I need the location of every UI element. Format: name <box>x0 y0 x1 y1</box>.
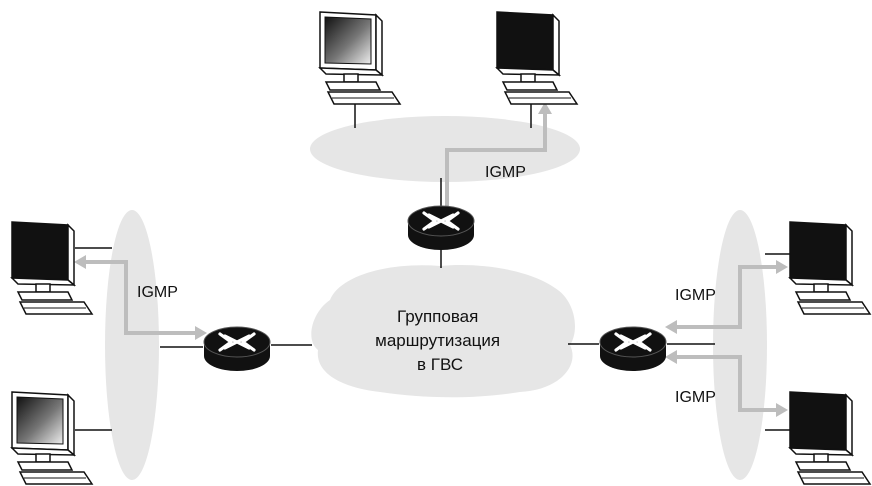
igmp-label-left: IGMP <box>137 284 178 301</box>
wan-cloud <box>311 264 575 398</box>
wan-cloud-label-line-2: маршрутизация <box>375 331 500 350</box>
computer-icon-top-right <box>496 11 578 105</box>
igmp-arrow-right-lower <box>675 355 778 412</box>
igmp-arrow-left-up <box>84 260 197 335</box>
igmp-arrow-right-lower-left-head <box>665 350 677 364</box>
igmp-arrow-right-upper <box>675 265 778 329</box>
wan-cloud-label-line-1: Групповая <box>397 307 478 326</box>
computer-icon-left-bottom <box>11 391 93 485</box>
computer-icon-left-top <box>11 221 93 315</box>
computer-icon-right-bottom <box>789 391 871 485</box>
igmp-arrows <box>74 102 788 417</box>
igmp-arrow-right-upper-head <box>776 260 788 274</box>
right-lan-network <box>713 210 767 480</box>
router-icon-top <box>406 204 476 252</box>
computer-icon-top-left <box>319 11 401 105</box>
igmp-arrow-right-lower-head <box>776 403 788 417</box>
igmp-label-right-upper: IGMP <box>675 287 716 304</box>
igmp-label-top: IGMP <box>485 164 526 181</box>
igmp-arrow-right-upper-left-head <box>665 320 677 334</box>
computer-icon-right-top <box>789 221 871 315</box>
left-lan-network <box>105 210 159 480</box>
router-icon-left <box>202 325 272 373</box>
igmp-arrow-left-right-head <box>195 326 207 340</box>
igmp-arrow-top-head <box>538 102 552 114</box>
connection-lines <box>75 103 790 431</box>
router-icon-right <box>598 325 668 373</box>
igmp-label-right-lower: IGMP <box>675 389 716 406</box>
wan-cloud-label: Групповая маршрутизация в ГВС <box>375 307 505 374</box>
igmp-arrow-left-up-head <box>74 255 86 269</box>
wan-cloud-label-line-3: в ГВС <box>417 355 463 374</box>
igmp-arrow-top <box>445 112 547 208</box>
